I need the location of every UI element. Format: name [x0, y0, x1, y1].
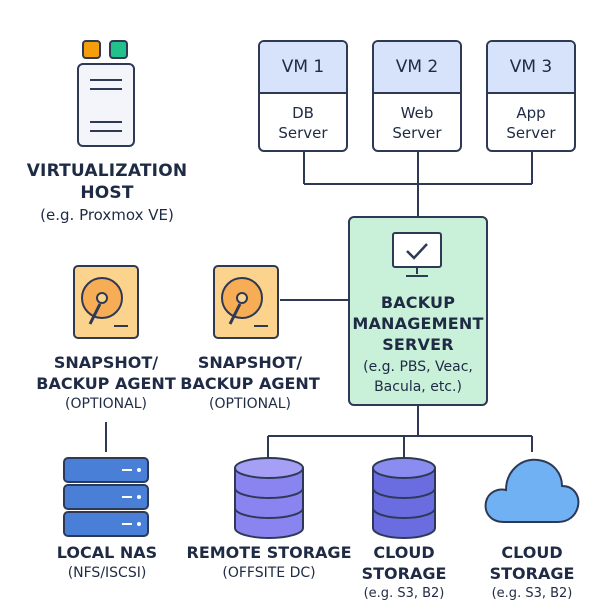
backup-subtitle-line1: (e.g. PBS, Veac,: [363, 359, 473, 375]
agent-1-line1: SNAPSHOT/: [53, 353, 159, 372]
local-nas-subtitle: (NFS/ISCSI): [67, 565, 147, 581]
cloud-storage-1-subtitle: (e.g. S3, B2): [363, 586, 445, 601]
cloud-storage-2-title-line2: STORAGE: [489, 564, 575, 583]
hard-drive-icon: [73, 265, 139, 339]
database-icon: [234, 457, 304, 539]
cloud-storage-1-title-line1: CLOUD: [373, 543, 435, 562]
cloud-storage-2-label: CLOUD STORAGE (e.g. S3, B2): [476, 542, 588, 604]
vm-3-role-line1: App: [516, 104, 546, 122]
vm-1-box: VM 1 DB Server: [258, 40, 348, 152]
cloud-storage-1-title-line2: STORAGE: [361, 564, 447, 583]
vm-1-role-line2: Server: [278, 124, 328, 142]
vm-3-name: VM 3: [488, 42, 574, 94]
host-title-line1: VIRTUALIZATION: [26, 161, 188, 181]
cloud-storage-2-subtitle: (e.g. S3, B2): [491, 586, 573, 601]
remote-storage-title: REMOTE STORAGE: [186, 543, 352, 562]
backup-management-server-box: BACKUP MANAGEMENT SERVER (e.g. PBS, Veac…: [348, 216, 488, 406]
monitor-check-icon: [392, 232, 442, 277]
host-title-line2: HOST: [80, 183, 134, 203]
nas-server-icon: [63, 457, 149, 537]
cloud-storage-2-title-line1: CLOUD: [501, 543, 563, 562]
backup-subtitle-line2: Bacula, etc.): [374, 379, 462, 395]
vm-1-role-line1: DB: [292, 104, 314, 122]
vm-1-role: DB Server: [260, 94, 346, 150]
backup-title-line2: MANAGEMENT: [352, 314, 484, 333]
agent-2-line1: SNAPSHOT/: [197, 353, 303, 372]
agent-2-line3: (OPTIONAL): [209, 396, 291, 412]
remote-storage-label: REMOTE STORAGE (OFFSITE DC): [186, 542, 352, 583]
database-icon: [372, 457, 436, 539]
local-nas-title: LOCAL NAS: [56, 543, 158, 562]
host-server-icon: [77, 40, 135, 147]
virtualization-host-label: VIRTUALIZATION HOST (e.g. Proxmox VE): [8, 160, 206, 226]
vm-2-role-line1: Web: [400, 104, 434, 122]
vm-2-name: VM 2: [374, 42, 460, 94]
agent-1-label: SNAPSHOT/ BACKUP AGENT (OPTIONAL): [18, 352, 194, 414]
hard-drive-icon: [213, 265, 279, 339]
cloud-icon: [484, 458, 580, 523]
agent-2-line2: BACKUP AGENT: [180, 374, 320, 393]
agent-2-label: SNAPSHOT/ BACKUP AGENT (OPTIONAL): [170, 352, 330, 414]
remote-storage-subtitle: (OFFSITE DC): [222, 565, 316, 581]
vm-3-role-line2: Server: [506, 124, 556, 142]
backup-title-line1: BACKUP: [380, 293, 456, 312]
local-nas-label: LOCAL NAS (NFS/ISCSI): [14, 542, 200, 583]
agent-1-line3: (OPTIONAL): [65, 396, 147, 412]
vm-1-name: VM 1: [260, 42, 346, 94]
vm-2-role-line2: Server: [392, 124, 442, 142]
agent-1-line2: BACKUP AGENT: [36, 374, 176, 393]
backup-title-line3: SERVER: [382, 335, 454, 354]
host-subtitle: (e.g. Proxmox VE): [40, 206, 174, 224]
cloud-storage-1-label: CLOUD STORAGE (e.g. S3, B2): [348, 542, 460, 604]
